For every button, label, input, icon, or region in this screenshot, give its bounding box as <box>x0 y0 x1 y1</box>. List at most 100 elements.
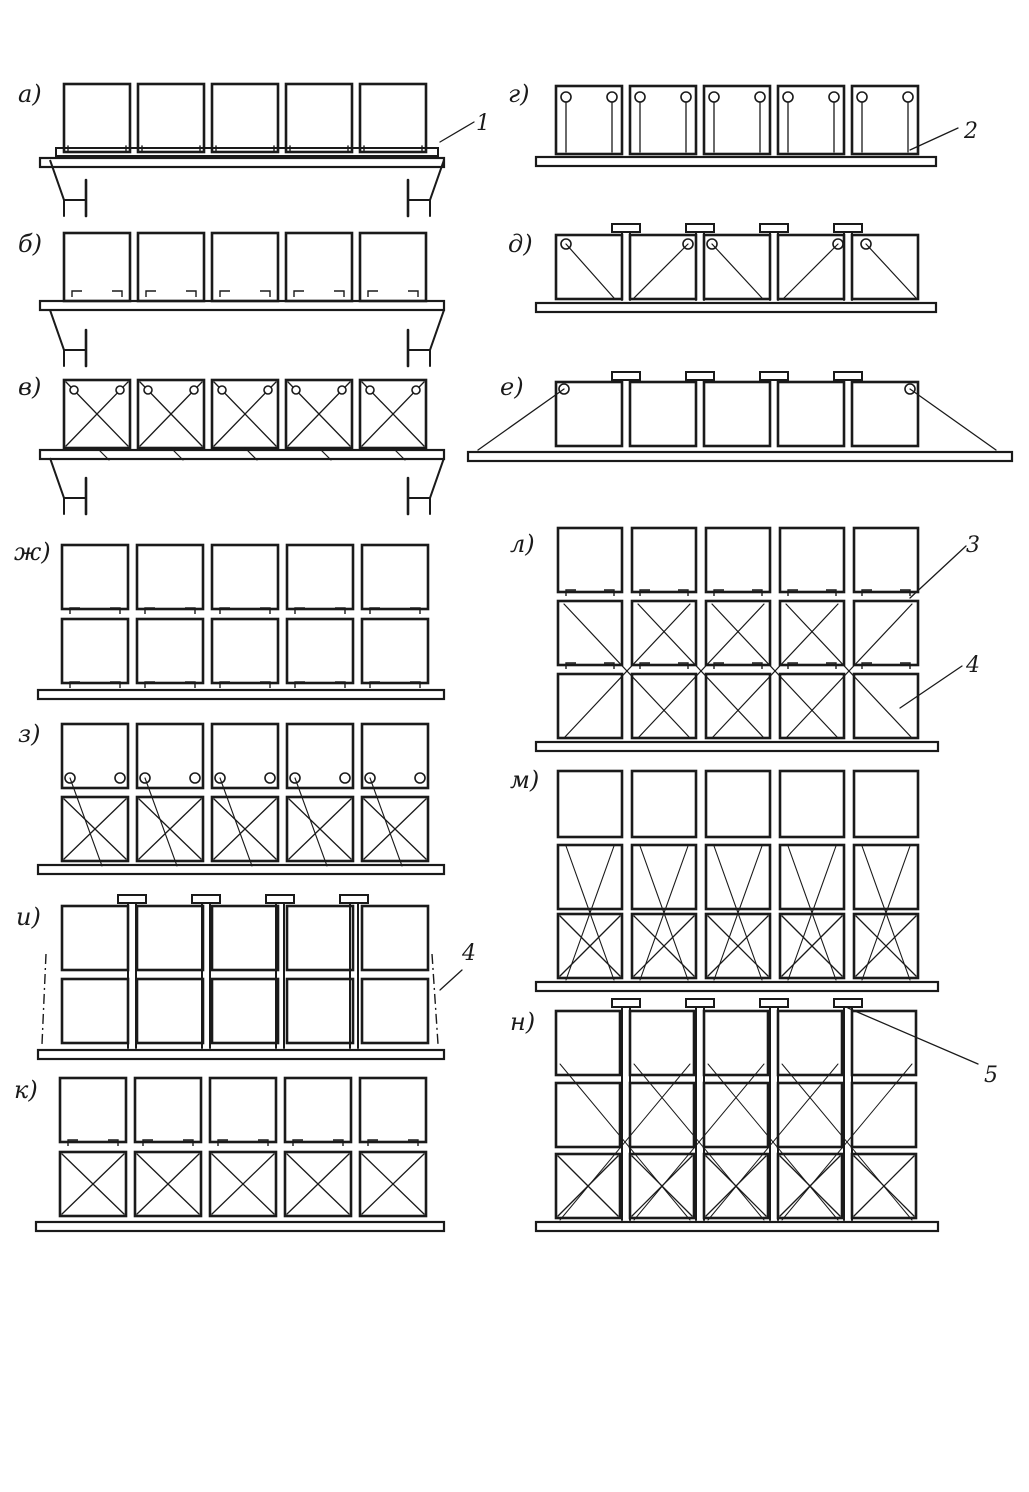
box <box>137 619 203 683</box>
box <box>632 528 696 592</box>
box <box>854 771 918 837</box>
box <box>556 1011 620 1075</box>
hinge-circle <box>340 773 350 783</box>
corner-bracket <box>112 291 122 297</box>
leader-1 <box>440 122 474 142</box>
corner-bracket <box>334 291 344 297</box>
panel-label-i: и) <box>16 903 41 931</box>
platform-beam <box>536 157 936 166</box>
callout-5: 5 <box>984 1063 998 1088</box>
post-cap <box>834 372 862 380</box>
box <box>287 906 353 970</box>
box <box>212 84 278 152</box>
leader-4 <box>900 666 962 708</box>
box <box>852 1083 916 1147</box>
box <box>632 674 696 738</box>
box <box>706 845 770 909</box>
platform-beam <box>536 1222 938 1231</box>
box <box>558 771 622 837</box>
leader-4 <box>440 970 462 990</box>
box <box>287 545 353 609</box>
box <box>556 1083 620 1147</box>
hinge-circle <box>264 386 272 394</box>
box <box>780 528 844 592</box>
corner-bracket <box>294 291 304 297</box>
tie-line <box>70 778 102 866</box>
hinge-circle <box>116 386 124 394</box>
post-cap <box>612 224 640 232</box>
tie-line <box>566 244 614 298</box>
platform-beam <box>38 1050 444 1059</box>
corner-bracket <box>72 291 82 297</box>
post-cap <box>760 999 788 1007</box>
callout-2: 2 <box>963 119 978 144</box>
tie-line <box>784 244 838 298</box>
box <box>706 528 770 592</box>
panel-label-l: л) <box>510 530 535 558</box>
box <box>212 906 278 970</box>
box <box>706 674 770 738</box>
panel-label-a: а) <box>18 80 42 108</box>
post-cap <box>266 895 294 903</box>
hinge-circle <box>70 386 78 394</box>
post-cap <box>834 224 862 232</box>
tie-line <box>295 778 327 866</box>
box <box>362 619 428 683</box>
hinge-circle <box>755 92 765 102</box>
hinge-circle <box>829 92 839 102</box>
post-cap <box>118 895 146 903</box>
support-bracket <box>408 458 444 498</box>
box <box>704 1011 768 1075</box>
hinge-circle <box>635 92 645 102</box>
support-bracket <box>50 458 86 498</box>
tie-line <box>145 778 177 866</box>
tie-line <box>712 244 762 298</box>
corner-bracket <box>408 291 418 297</box>
panel-label-g: г) <box>508 80 530 108</box>
box <box>630 1011 694 1075</box>
box <box>706 771 770 837</box>
tie-line <box>634 244 688 298</box>
box <box>62 545 128 609</box>
hinge-circle <box>681 92 691 102</box>
platform-beam <box>536 982 938 991</box>
support-bracket <box>408 310 444 350</box>
platform-beam <box>40 301 444 310</box>
dash-dot-stay <box>432 954 438 1044</box>
hinge-circle <box>709 92 719 102</box>
hinge-circle <box>190 773 200 783</box>
box <box>360 84 426 152</box>
box <box>558 845 622 909</box>
stay-cable <box>910 389 996 450</box>
hinge-circle <box>265 773 275 783</box>
box <box>362 545 428 609</box>
box <box>704 1083 768 1147</box>
hinge-circle <box>857 92 867 102</box>
corner-bracket <box>260 291 270 297</box>
box <box>287 619 353 683</box>
box <box>62 906 128 970</box>
hinge-circle <box>607 92 617 102</box>
box <box>854 845 918 909</box>
box <box>780 845 844 909</box>
hinge-circle <box>783 92 793 102</box>
box <box>62 619 128 683</box>
box <box>854 674 918 738</box>
post-cap <box>686 372 714 380</box>
platform-beam <box>536 303 936 312</box>
box <box>362 979 428 1043</box>
post-cap <box>834 999 862 1007</box>
tie-line <box>220 778 252 866</box>
box <box>287 979 353 1043</box>
post-cap <box>760 372 788 380</box>
hinge-circle <box>338 386 346 394</box>
box <box>62 979 128 1043</box>
callout-3: 3 <box>966 533 980 558</box>
callout-1: 1 <box>476 111 490 136</box>
post-cap <box>686 999 714 1007</box>
box <box>780 771 844 837</box>
post-cap <box>760 224 788 232</box>
box <box>558 528 622 592</box>
panel-label-v: в) <box>18 373 41 401</box>
panel-label-b: б) <box>18 230 42 258</box>
